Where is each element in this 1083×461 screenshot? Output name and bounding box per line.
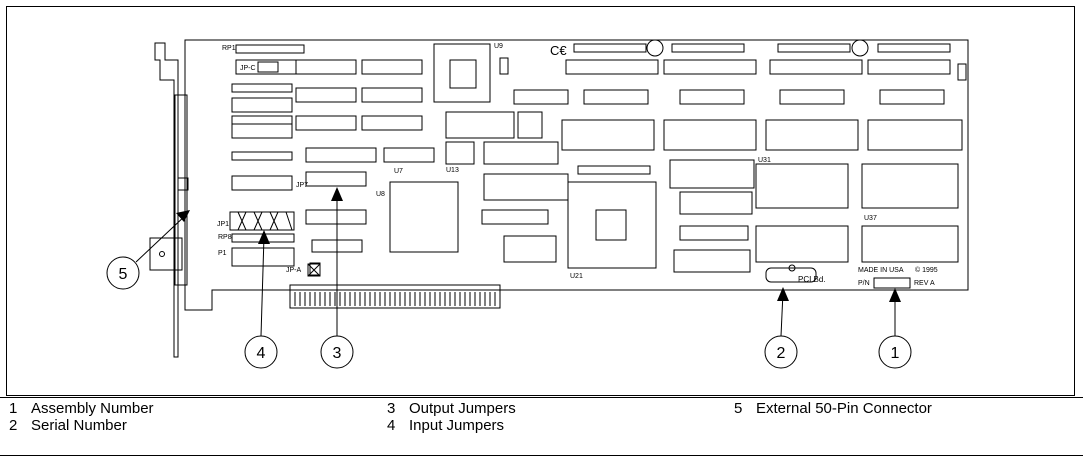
right-components (445, 39, 967, 289)
legend-label: Input Jumpers (409, 417, 505, 434)
legend-item-output-jumpers: 3 Output Jumpers (387, 401, 516, 417)
callout-number-3: 3 (333, 345, 342, 362)
pci-edge-connector (289, 289, 501, 309)
rp1-label: RP1 (222, 45, 236, 52)
legend-label: Assembly Number (31, 400, 154, 417)
part-number-label: P/N (858, 280, 870, 287)
pci-label: PCI Bd. (798, 275, 826, 284)
jumper-a-label: JP-A (286, 267, 302, 274)
leader-lines (135, 193, 896, 337)
jp1-label: JP1 (217, 221, 229, 228)
arrow-heads (176, 187, 901, 302)
legend-item-serial-number: 2 Serial Number (9, 418, 127, 434)
callout-number-1: 1 (891, 345, 900, 362)
legend-number: 3 (387, 400, 396, 417)
u7-label: U7 (394, 168, 403, 175)
revision-label: REV A (914, 280, 935, 287)
legend-item-assembly-number: 1 Assembly Number (9, 401, 154, 417)
u21-label: U21 (570, 273, 583, 280)
callout-number-2: 2 (777, 345, 786, 362)
p1-label: P1 (218, 250, 227, 257)
u31-label: U31 (758, 157, 771, 164)
figure-frame (6, 6, 1075, 396)
callout-circle-5 (106, 256, 140, 290)
callout-number-4: 4 (257, 345, 266, 362)
legend-number: 1 (9, 400, 18, 417)
ce-mark: C€ (550, 43, 567, 58)
u37-label: U37 (864, 215, 877, 222)
legend-number: 4 (387, 417, 396, 434)
legend-item-external-connector: 5 External 50-Pin Connector (734, 401, 932, 417)
callout-number-5: 5 (119, 266, 128, 283)
rp8-label: RP8 (218, 234, 232, 241)
u13-label: U13 (446, 167, 459, 174)
mounting-bracket (149, 42, 189, 358)
jp7-label: JP7 (296, 182, 308, 189)
copyright-label: © 1995 (915, 266, 938, 274)
legend-label: External 50-Pin Connector (756, 400, 932, 417)
legend-bottom-rule (0, 455, 1083, 456)
made-in-label: MADE IN USA (858, 267, 904, 274)
middle-components (295, 43, 509, 253)
legend-item-input-jumpers: 4 Input Jumpers (387, 418, 504, 434)
board-outline (184, 39, 969, 311)
jumper-blocks (229, 211, 321, 277)
legend-number: 5 (734, 400, 743, 417)
callout-circles (106, 256, 912, 369)
legend-label: Output Jumpers (409, 400, 516, 417)
u8-label: U8 (376, 191, 385, 198)
u9-label: U9 (494, 43, 503, 50)
legend-top-rule (0, 397, 1083, 398)
legend-label: Serial Number (31, 417, 127, 434)
legend-number: 2 (9, 417, 18, 434)
jumper-c-label: JP-C (240, 65, 256, 72)
